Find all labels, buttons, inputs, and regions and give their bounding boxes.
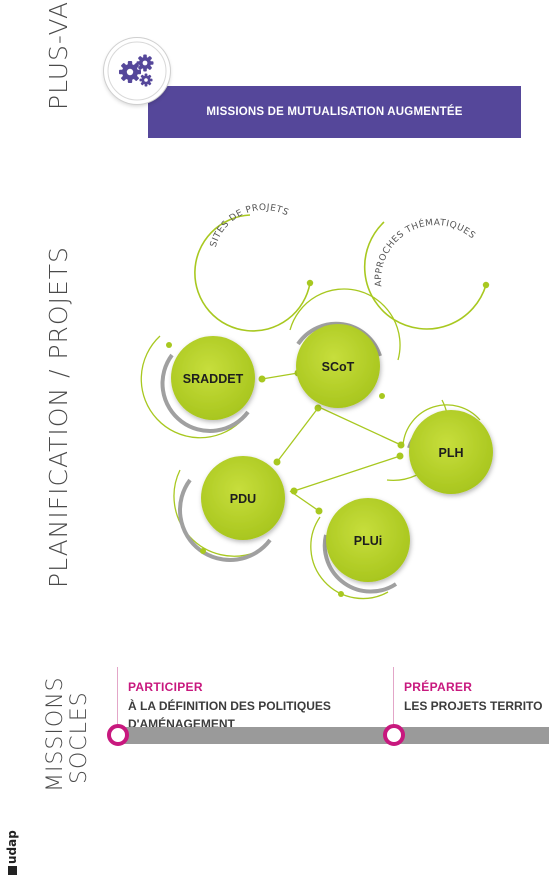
mission-text-preparer-line1: LES PROJETS TERRITO [404, 699, 543, 713]
node-label-sraddet: SRADDET [183, 372, 244, 386]
planning-diagram: SITES DE PROJETS APPROCHES THÉMATIQUES [140, 203, 493, 600]
arc-label-sites: SITES DE PROJETS [209, 203, 290, 249]
missions-label-line1: MISSIONS [43, 676, 68, 792]
node-plui: PLUi [326, 498, 410, 582]
connector-lines [261, 372, 402, 512]
timeline-node-preparer [383, 724, 405, 746]
mission-text-preparer: LES PROJETS TERRITO [404, 697, 549, 715]
logo-mark-icon [8, 866, 17, 875]
timeline-bar [118, 727, 549, 744]
node-scot: SCoT [296, 324, 380, 408]
mission-divider-1 [117, 667, 118, 727]
arc-label-approches: APPROCHES THÉMATIQUES [374, 217, 477, 287]
section-label-missions-socles: MISSIONS SOCLES [43, 676, 92, 792]
logo-text: udap [5, 830, 19, 864]
node-label-pdu: PDU [230, 492, 256, 506]
node-plh: PLH [409, 410, 493, 494]
mission-text-participer-line1: À LA DÉFINITION DES POLITIQUES [128, 699, 331, 713]
missions-label-line2: SOCLES [67, 691, 92, 784]
audap-logo: udap [5, 830, 19, 875]
mission-title-preparer: PRÉPARER [404, 680, 473, 694]
gear-badge [104, 38, 170, 104]
timeline-node-participer [107, 724, 129, 746]
gears-icon [107, 41, 167, 101]
node-label-scot: SCoT [322, 360, 355, 374]
node-pdu: PDU [201, 456, 285, 540]
mission-divider-2 [393, 667, 394, 727]
mission-title-participer: PARTICIPER [128, 680, 203, 694]
node-label-plh: PLH [439, 446, 464, 460]
mutualisation-banner: MISSIONS DE MUTUALISATION AUGMENTÉE [148, 86, 521, 138]
node-sraddet: SRADDET [171, 336, 255, 420]
node-label-plui: PLUi [354, 534, 382, 548]
arc-sites-de-projets [194, 214, 314, 332]
